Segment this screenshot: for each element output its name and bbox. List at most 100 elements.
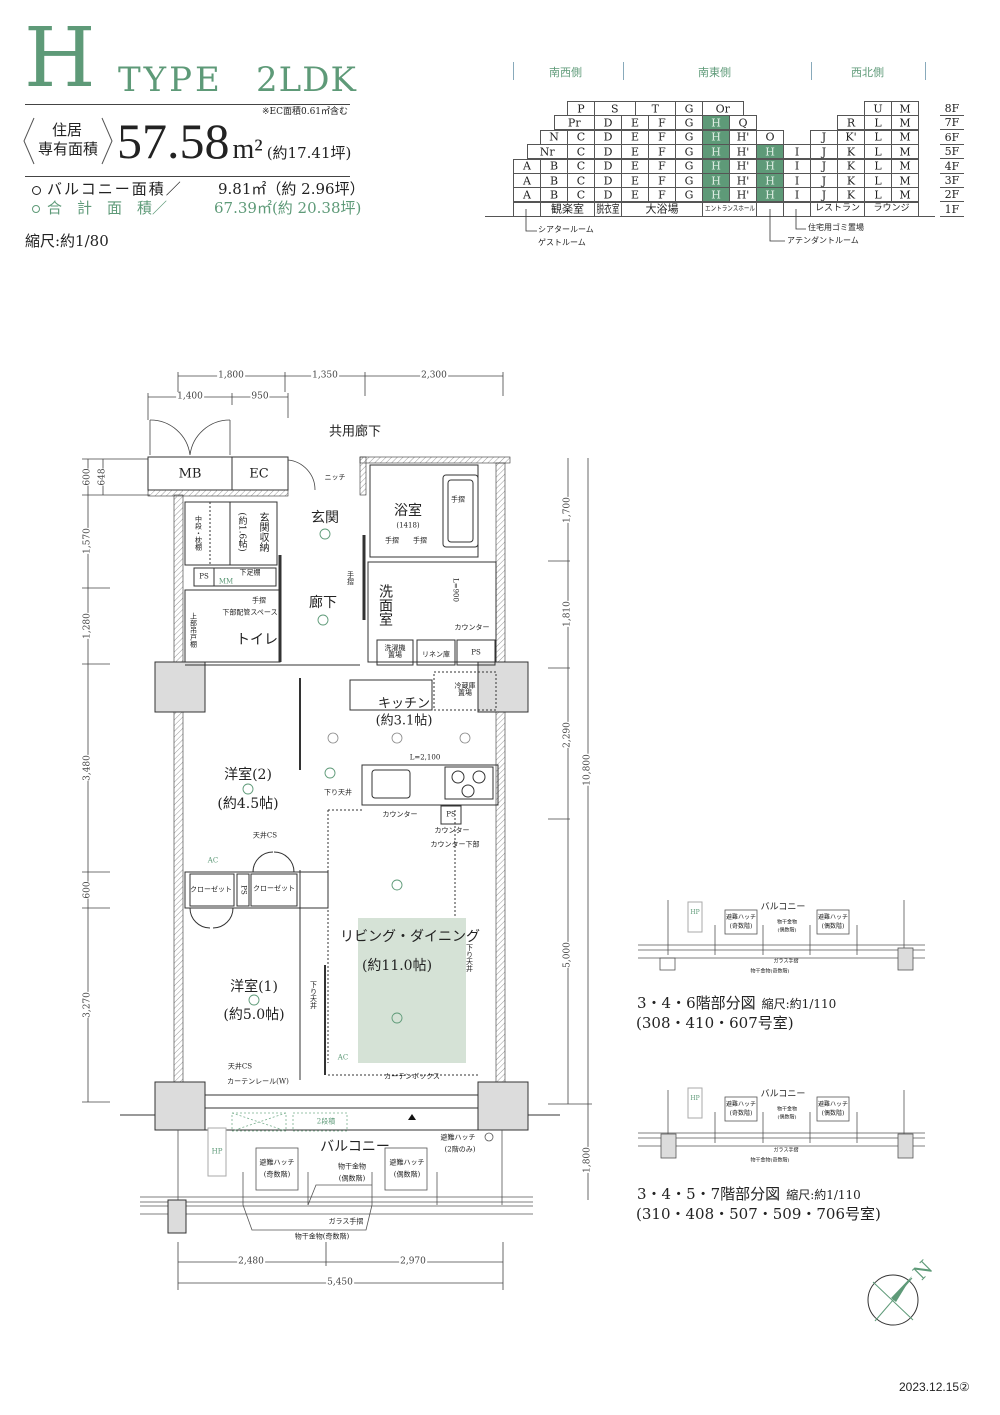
ps-label: PS [446,810,456,819]
storage-size-label: (約1.6帖) [236,512,247,552]
unit-cell-label: H [711,116,721,130]
partial-glass-rail-label: ガラス手摺 [773,958,799,965]
circle-icon [32,205,40,213]
partial-dryer-label: 物干金物 [776,1106,798,1113]
dim-right: 1,700 [562,497,573,523]
counter-lower-label: カウンター下部 [430,840,480,849]
unit-cell-label: 大浴場 [645,202,679,216]
floor-label: 1F [940,203,964,217]
unit-cell-label: F [658,130,666,144]
type-label: TYPE [118,60,223,100]
dim-left: 1,280 [82,613,93,639]
total-area-value: 67.39㎡(約 20.38坪) [214,199,362,217]
room2-size-label: (約4.5帖) [217,796,279,812]
handrail-label: 手摺 [385,536,399,545]
area-brackets [23,117,113,165]
dim-left: 1,570 [82,528,93,554]
unit-cell-label: Q [738,116,748,130]
partial-even-label: (偶数階) [821,1110,845,1117]
total-area-label: 合 計 面 積／ [47,199,168,217]
unit-cell-label: L [874,174,882,187]
partial-2-heading: 3・4・5・7階部分図 縮尺:約1/110 [637,1185,861,1203]
partial-hatch-label: 避難ハッチ [725,914,757,921]
dim-right: 5,000 [562,942,573,968]
ps-label: PS [199,572,209,581]
unit-cell-label: G [684,145,694,159]
floor-label: 7F [940,116,964,131]
partial-dryer-odd-label: 物干金物(奇数階) [750,968,790,975]
floor-label: 6F [940,131,964,145]
unit-cell-label: I [794,159,800,173]
partial-2-title: 3・4・5・7階部分図 [637,1185,781,1203]
counter-label: カウンター [454,623,490,632]
partial-hp-label: HP [690,909,700,916]
bracket-left-icon [23,117,35,165]
hatch-label: 避難ハッチ [389,1158,425,1167]
scale-label: 縮尺:約1/80 [25,232,109,250]
unit-cell-label: E [630,188,640,202]
unit-cell-label: A [523,174,531,187]
type-letter: H [24,11,96,106]
unit-cell-label: C [576,188,586,202]
unit-cell-label: I [794,174,800,187]
hp-label: HP [211,1147,223,1156]
partial-dryer-label: 物干金物 [776,919,798,926]
two-tier-label: 2段積 [316,1117,336,1126]
entrance-label: 玄関 [311,510,339,526]
unit-cell-label: R [846,116,856,130]
area-label-2: 専有面積 [38,140,99,158]
bath-label: 浴室 [394,503,422,519]
unit-cell-label: 脱衣室 [596,202,620,216]
unit-cell-label: L [874,159,882,173]
side-southwest: 南西側 [549,66,582,79]
unit-cell-label: I [794,188,800,202]
unit-cell-label: K [846,188,856,202]
unit-cell-label: G [684,116,694,130]
unit-cell-label: C [576,130,586,144]
unit-cell-label: Pr [567,116,581,130]
pipe-space-label: 下部配管スペース [222,608,278,617]
ps-label: PS [471,648,481,657]
unit-cell-label: H [711,174,721,187]
partial-balcony-label: バルコニー [760,902,806,913]
unit-cell-label: H [765,159,775,173]
dim-left: 3,270 [82,992,93,1018]
unit-cell-label: K [846,174,856,187]
note-garbage: 住宅用ゴミ置場 [808,223,864,232]
partial-even-label: (偶数階) [821,923,845,930]
unit-cell-label: H [765,188,775,202]
unit-cell-label: H [711,145,721,159]
unit-cell-label: M [899,102,911,115]
unit-cell-label: J [821,145,827,159]
glass-rail-label: ガラス手摺 [328,1217,364,1226]
partial-even-label: (偶数階) [777,1114,797,1121]
ld-label: リビング・ダイニング [340,929,480,945]
floor-label: 5F [940,145,964,160]
linen-label: リネン庫 [422,650,450,659]
balcony-area-label: バルコニー面積／ [47,180,183,198]
unit-cell-label: M [899,116,911,130]
unit-cell-label: B [549,159,559,173]
washer-label: 洗濯機置場 [384,644,406,659]
unit-cell-label: C [576,174,586,187]
unit-cell-label: C [576,159,586,173]
area-value: 57.58 [117,113,230,169]
unit-cell-label: D [603,188,613,202]
unit-cell-label: H' [736,145,750,159]
handrail-label: 手摺 [413,536,427,545]
note-guest: ゲストルーム [538,238,586,247]
dim-top: 1,350 [311,370,339,381]
hatch-label: 避難ハッチ [259,1158,295,1167]
area-label-1: 住居 [52,121,83,139]
unit-cell-label: B [549,188,559,202]
ld-size-label: (約11.0帖) [361,958,433,974]
closet-label: クローゼット [253,884,295,893]
unit-cell-label: ラウンジ [873,203,910,214]
unit-cell-label: D [603,174,613,187]
room1-label: 洋室(1) [230,979,278,995]
unit-cell-label: H' [736,130,750,144]
unit-cell-label: O [765,130,775,144]
unit-cell-label: J [821,159,827,173]
unit-cell-label: E [630,159,640,173]
unit-cell-label: F [658,174,666,187]
